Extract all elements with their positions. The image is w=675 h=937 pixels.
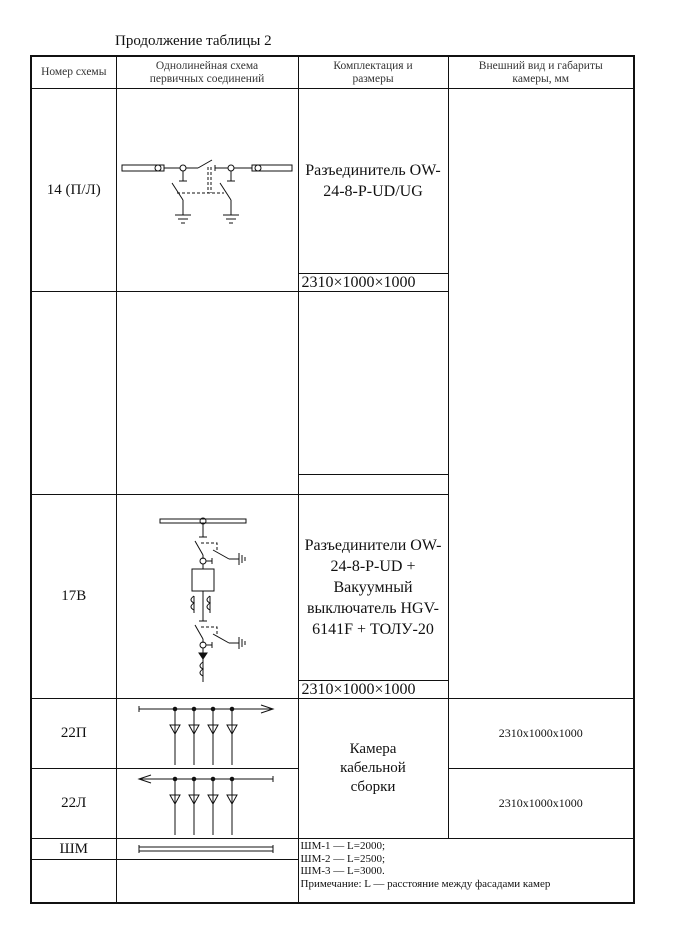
table-row: 17В — [30, 494, 634, 699]
dimensions-cell: 2310×1000×1000 — [297, 680, 449, 699]
appearance-dims: 2310x1000x1000 — [447, 768, 635, 839]
cable-assembly-cell: Камера кабельной сборки — [297, 698, 449, 839]
schema-empty — [115, 859, 299, 904]
scheme-number: ШМ — [30, 838, 117, 860]
equipment-cell: Разъединитель OW-24-8-P-UD/UG — [297, 88, 449, 274]
header-equipment: Комплектация и размеры — [297, 55, 449, 89]
scheme-number-empty — [30, 859, 117, 904]
table-row: 22Л 2310x1000x1000 — [30, 768, 635, 839]
note-line: ШМ-2 — L=2500; — [300, 852, 386, 865]
header-number: Номер схемы — [30, 55, 117, 89]
scheme-number: 17В — [30, 494, 117, 699]
header-schema: Однолинейная схема первичных соединений — [115, 55, 299, 89]
cable-bus-right-icon — [138, 704, 275, 765]
appearance-dims: 2310x1000x1000 — [447, 698, 635, 769]
note-line: Примечание: L — расстояние между фасадам… — [300, 877, 551, 890]
equipment-cell: Разъединители OW-24-8-P-UD + Вакуумный в… — [297, 494, 449, 681]
scheme-number: 22П — [30, 698, 117, 769]
schema-diagram-17 — [115, 494, 299, 699]
scheme-number: 14 (П/Л) — [30, 88, 117, 292]
cable-bus-left-icon — [137, 774, 274, 835]
schema-diagram-22p — [115, 698, 299, 769]
breaker-schematic-icon — [159, 517, 247, 682]
shm-notes: ШМ-1 — L=2000; ШМ-2 — L=2500; ШМ-3 — L=3… — [297, 838, 635, 904]
header-row: Номер схемы Однолинейная схема первичных… — [30, 55, 635, 89]
header-appearance: Внешний вид и габариты камеры, мм — [447, 55, 635, 89]
table-row: 22П Камера кабельной сборки 2310x1000x10… — [30, 698, 635, 839]
table-row: 14 (П/Л) Разъединит — [30, 88, 635, 699]
dimensions-empty — [297, 474, 449, 495]
disconnector-schematic-icon — [121, 159, 292, 224]
table-row: 2310×1000×1000 — [31, 273, 634, 292]
appearance-cell — [447, 88, 635, 699]
schemes-table: Номер схемы Однолинейная схема первичных… — [30, 55, 635, 904]
table-caption: Продолжение таблицы 2 — [115, 33, 272, 49]
scheme-number-empty — [30, 291, 117, 495]
equipment-empty — [297, 291, 449, 475]
dimensions-cell: 2310×1000×1000 — [297, 273, 449, 292]
busbar-bridge-icon — [138, 845, 274, 853]
note-line: ШМ-3 — L=3000. — [300, 865, 385, 877]
schema-diagram-14 — [115, 88, 299, 292]
table-row-empty — [30, 859, 634, 904]
table-row: ШМ ШМ-1 — L=2000; ШМ-2 — L=2500; ШМ-3 — … — [30, 838, 635, 904]
schema-diagram-shm — [115, 838, 299, 860]
schema-empty — [115, 291, 299, 495]
note-line: ШМ-1 — L=2000; — [300, 840, 386, 852]
scheme-number: 22Л — [30, 768, 117, 839]
schema-diagram-22l — [115, 768, 299, 839]
table-row-empty — [30, 291, 634, 495]
